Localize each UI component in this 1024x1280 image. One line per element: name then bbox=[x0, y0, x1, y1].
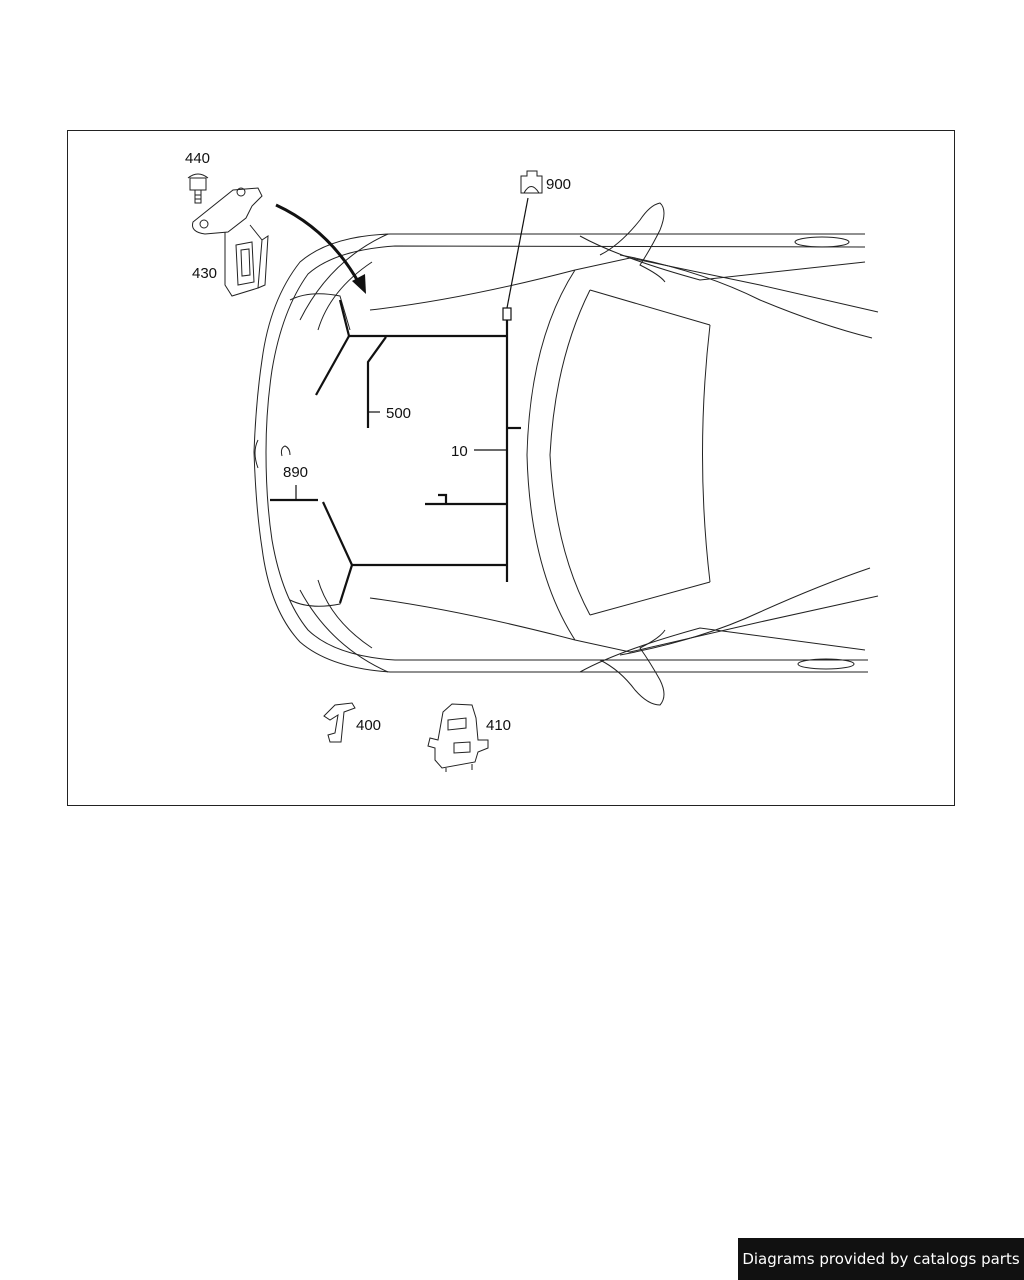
part-440-bolt bbox=[187, 173, 209, 204]
part-410-holder bbox=[427, 703, 489, 772]
part-430-bracket bbox=[192, 187, 269, 297]
callout-10: 10 bbox=[451, 443, 468, 460]
part-900-connector bbox=[520, 170, 543, 194]
wiring-harness bbox=[270, 197, 529, 604]
callout-410: 410 bbox=[486, 717, 511, 734]
callout-400: 400 bbox=[356, 717, 381, 734]
callout-890: 890 bbox=[283, 464, 308, 481]
credit-banner: Diagrams provided by catalogs parts bbox=[738, 1238, 1024, 1280]
car-body-outline bbox=[253, 202, 879, 706]
callout-500: 500 bbox=[386, 405, 411, 422]
mounting-arrow bbox=[275, 203, 366, 294]
callout-900: 900 bbox=[546, 176, 571, 193]
callout-430: 430 bbox=[192, 265, 217, 282]
diagram-frame bbox=[67, 130, 955, 806]
part-400-clip bbox=[323, 702, 356, 743]
callout-leaders bbox=[368, 411, 507, 451]
callout-440: 440 bbox=[185, 150, 210, 167]
